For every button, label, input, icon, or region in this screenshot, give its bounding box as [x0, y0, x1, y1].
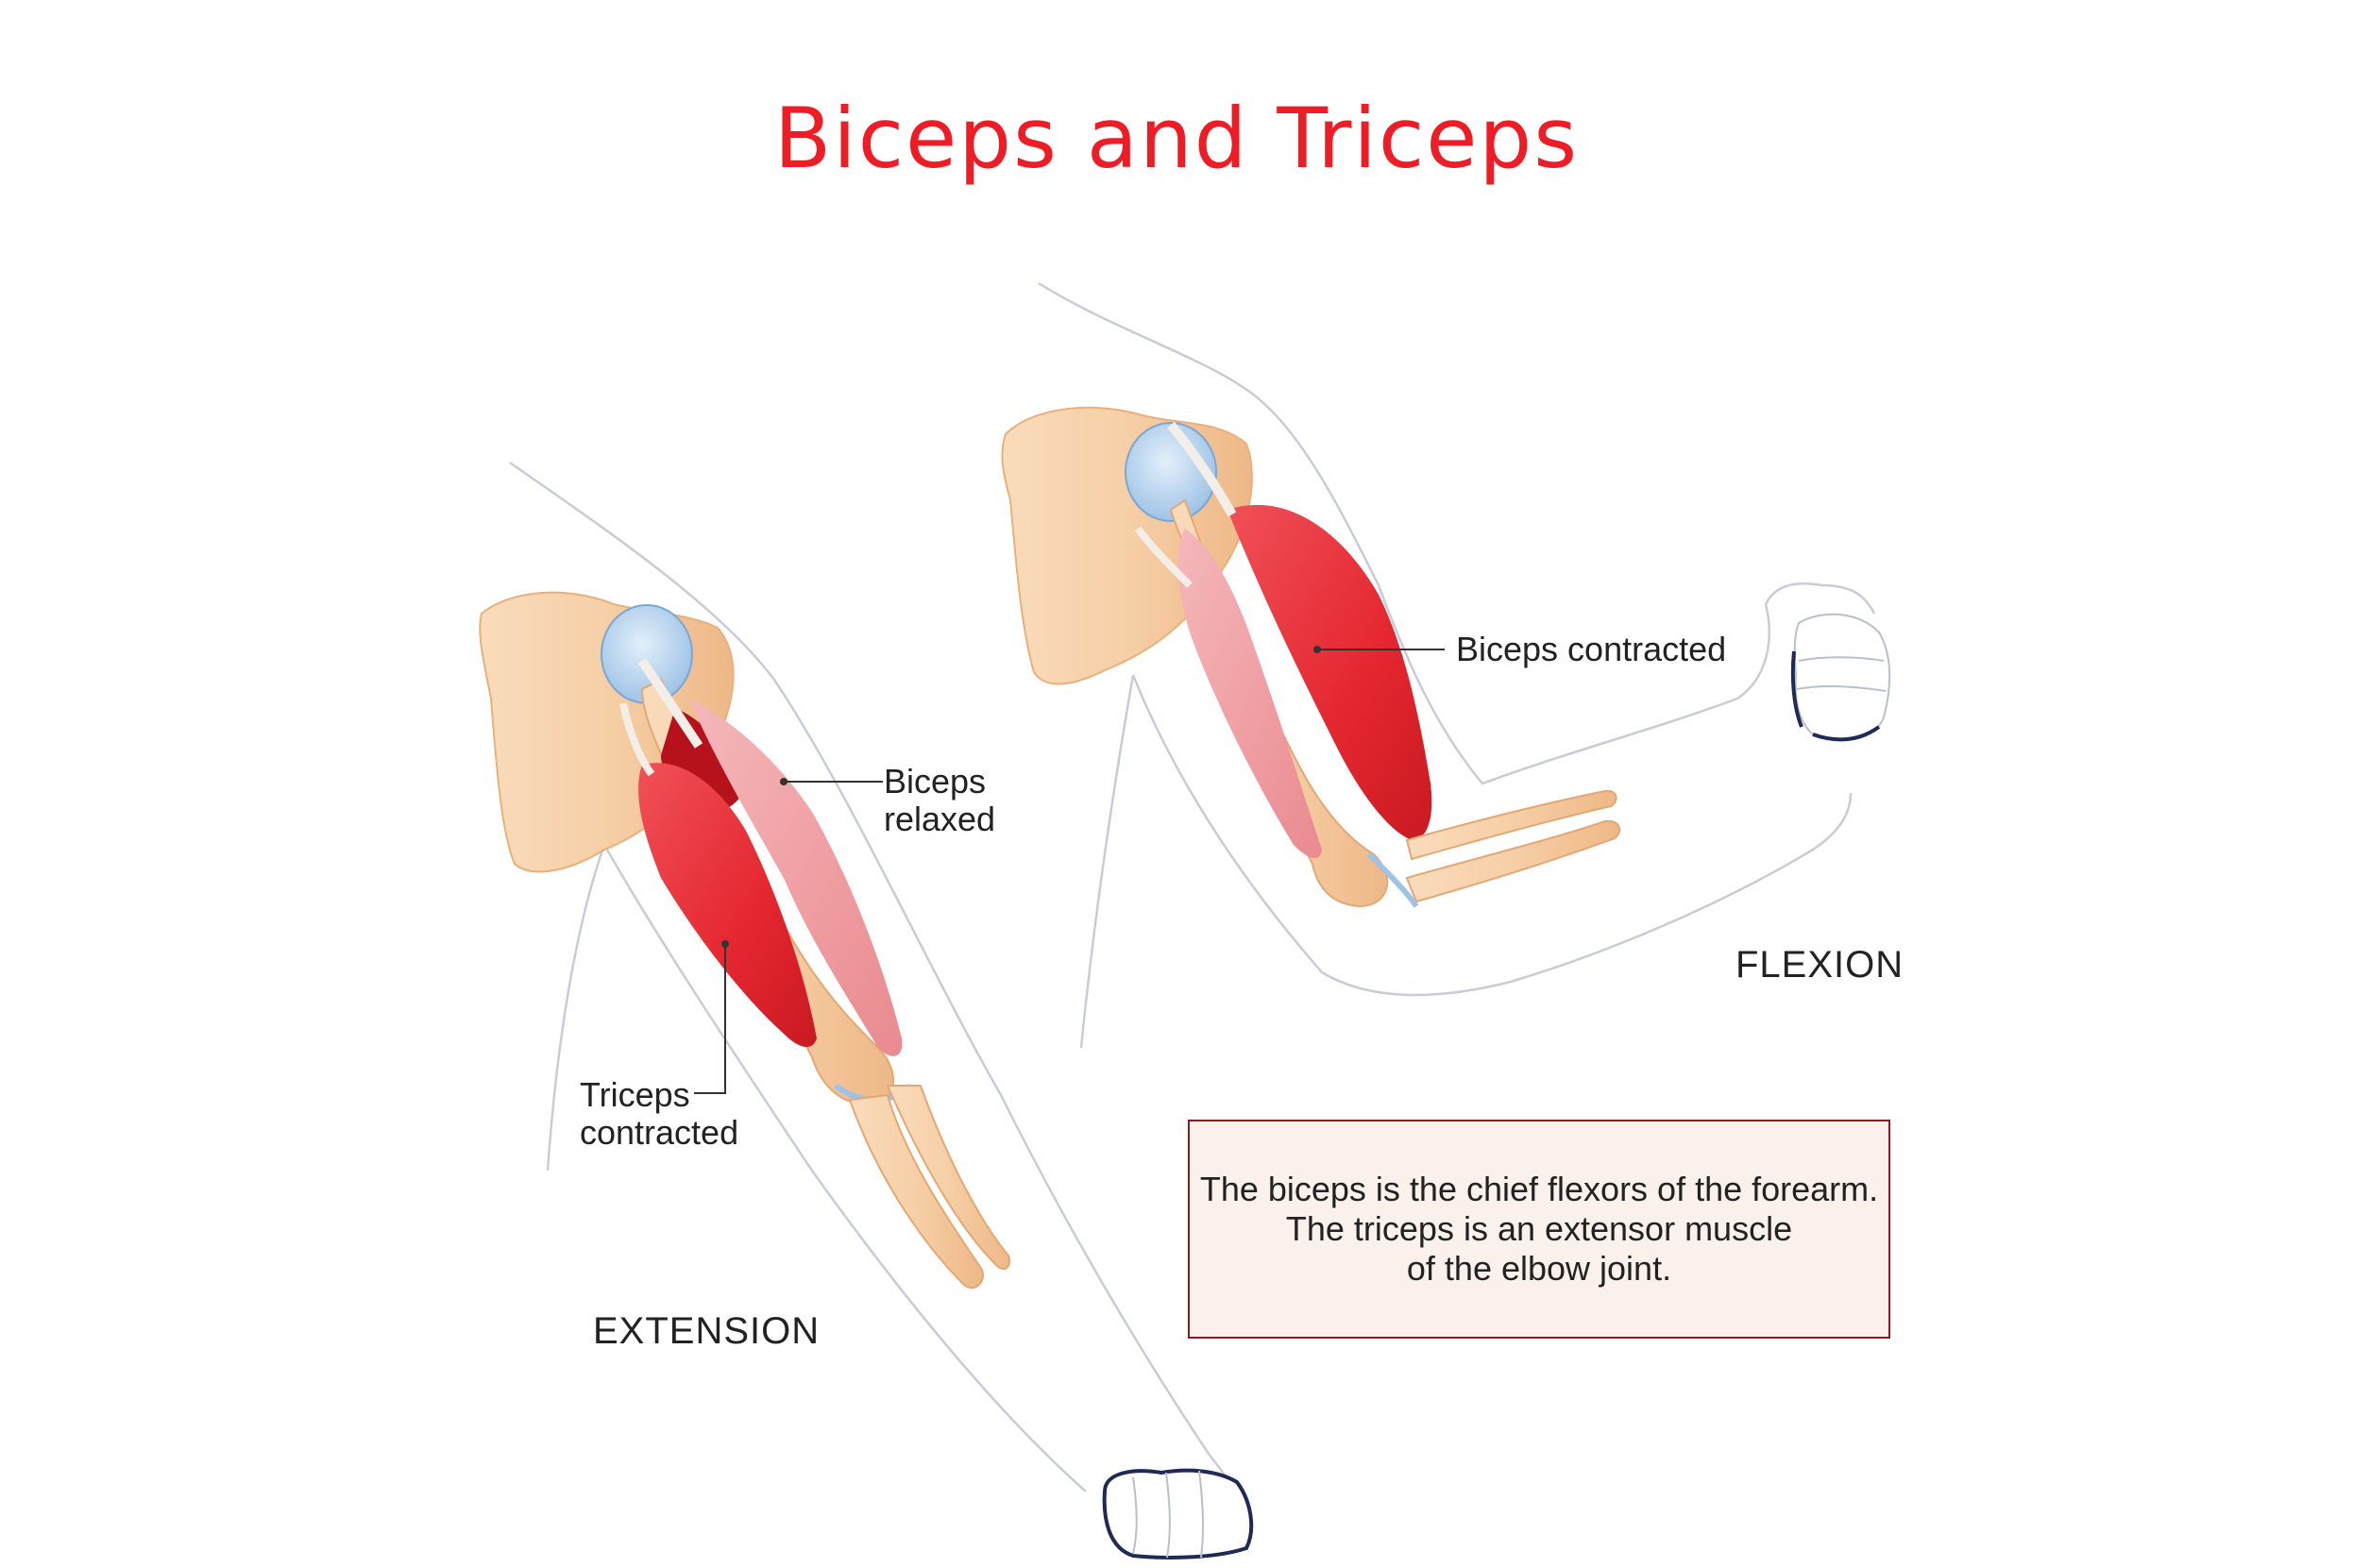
extension-label: EXTENSION: [593, 1310, 821, 1352]
info-line-2: The triceps is an extensor muscle: [1285, 1209, 1793, 1248]
extension-forearm-ulna: [886, 1085, 1011, 1271]
page-title: Biceps and Triceps: [773, 90, 1580, 187]
flexion-biceps: [1227, 504, 1432, 840]
flexion-elbow-cartilage: [1366, 851, 1419, 908]
extension-torso-line: [546, 844, 606, 1172]
info-box: The biceps is the chief flexors of the f…: [1188, 1120, 1890, 1339]
biceps-relaxed-line2: relaxed: [884, 800, 996, 838]
extension-forearm-radius: [848, 1093, 984, 1289]
triceps-contracted-line1: Triceps: [580, 1075, 690, 1114]
flexion-label: FLEXION: [1735, 944, 1904, 986]
extension-triceps: [638, 763, 817, 1048]
flexion-forearm-ulna: [1405, 789, 1617, 861]
info-line-1: The biceps is the chief flexors of the f…: [1199, 1170, 1879, 1208]
flexion-torso-line: [1079, 674, 1135, 1049]
extension-biceps: [689, 699, 903, 1056]
extension-fist: [1102, 1468, 1254, 1560]
flexion-arm-outline-lower: [1131, 674, 1853, 997]
flexion-triceps: [1177, 529, 1322, 859]
flexion-forearm-radius: [1405, 819, 1621, 903]
info-line-3: of the elbow joint.: [1406, 1249, 1672, 1288]
flexion-arm: [1001, 281, 1891, 1049]
flexion-fist: [1793, 613, 1891, 742]
extension-arm-outline: [509, 461, 1251, 1549]
biceps-contracted-label: Biceps contracted: [1456, 630, 1727, 668]
triceps-contracted-leader: [694, 944, 726, 1094]
extension-arm-outline-inner: [602, 844, 1087, 1492]
triceps-contracted-label: Triceps contracted: [580, 1076, 738, 1152]
flexion-arm-outline-upper: [1038, 281, 1770, 785]
triceps-contracted-line2: contracted: [580, 1113, 739, 1152]
biceps-relaxed-line1: Biceps: [884, 762, 987, 801]
extension-arm: [479, 461, 1254, 1560]
flexion-wrist-line: [1764, 582, 1876, 615]
biceps-relaxed-label: Biceps relaxed: [884, 763, 995, 838]
